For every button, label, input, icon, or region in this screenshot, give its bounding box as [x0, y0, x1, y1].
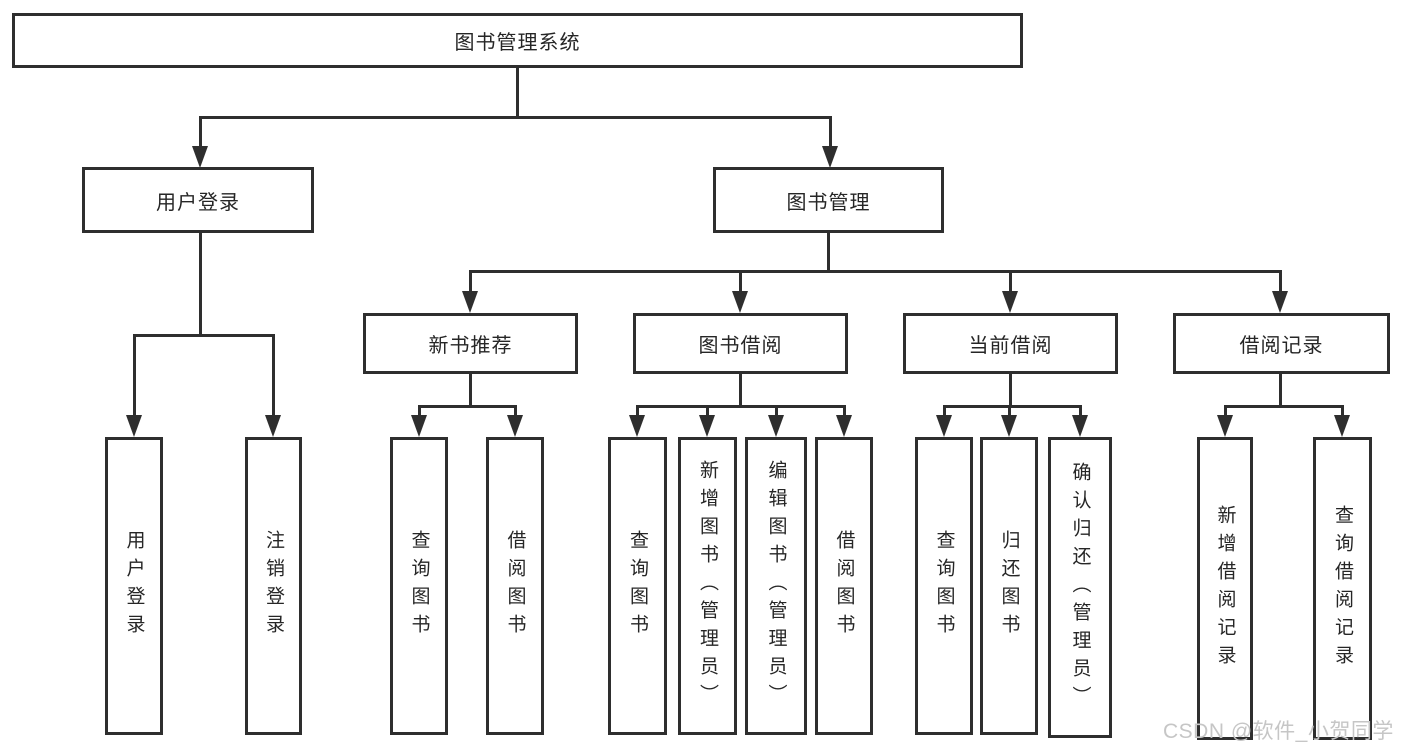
connector-line: [1009, 374, 1012, 407]
node-edit-book-admin: 编辑图书（管理员）: [745, 437, 807, 735]
connector-line: [1007, 405, 1011, 417]
node-query-book-a: 查询图书: [390, 437, 448, 735]
connector-line: [516, 66, 519, 119]
node-new-book-rec: 新书推荐: [363, 313, 578, 374]
connector-line: [271, 334, 275, 417]
connector-line: [1008, 270, 1012, 293]
node-query-book-c: 查询图书: [915, 437, 973, 735]
node-logout-login: 注销登录: [245, 437, 302, 735]
node-logout-login-label: 注销登录: [263, 530, 284, 642]
connector-line: [1223, 405, 1343, 408]
node-borrow-book-b: 借阅图书: [815, 437, 873, 735]
node-borrow-book-a: 借阅图书: [486, 437, 544, 735]
connector-line: [198, 116, 832, 119]
node-borrow-record: 借阅记录: [1173, 313, 1390, 374]
connector-line: [468, 270, 1282, 273]
connector-line: [635, 405, 846, 408]
connector-line: [417, 405, 421, 417]
node-query-book-c-label: 查询图书: [933, 530, 955, 642]
arrowhead-icon: [628, 415, 645, 437]
node-add-borrow-record-label: 新增借阅记录: [1214, 504, 1236, 673]
arrowhead-icon: [699, 415, 715, 437]
node-query-book-b: 查询图书: [608, 437, 667, 735]
node-root: 图书管理系统: [12, 13, 1023, 68]
node-current-borrow: 当前借阅: [903, 313, 1118, 374]
connector-line: [1340, 405, 1344, 417]
node-query-borrow-record: 查询借阅记录: [1313, 437, 1372, 740]
arrowhead-icon: [506, 415, 523, 437]
node-confirm-return-admin: 确认归还（管理员）: [1048, 437, 1112, 738]
connector-line: [842, 405, 846, 417]
connector-line: [198, 116, 202, 148]
connector-line: [1278, 374, 1282, 407]
node-borrow-record-label: 借阅记录: [1239, 335, 1324, 357]
node-login-branch-label: 用户登录: [156, 191, 240, 214]
arrowhead-icon: [835, 415, 852, 437]
node-user-login: 用户登录: [105, 437, 163, 735]
node-return-book: 归还图书: [980, 437, 1038, 735]
arrowhead-icon: [1000, 415, 1017, 437]
arrowhead-icon: [1001, 291, 1018, 313]
arrowhead-icon: [1216, 415, 1233, 437]
node-book-mgmt: 图书管理: [713, 167, 944, 233]
connector-line: [469, 374, 472, 407]
connector-line: [513, 405, 517, 417]
arrowhead-icon: [1333, 415, 1350, 437]
arrowhead-icon: [410, 415, 427, 437]
csdn-watermark: CSDN @软件_小贺同学: [1163, 720, 1394, 743]
node-query-borrow-record-label: 查询借阅记录: [1332, 504, 1353, 673]
node-add-book-admin-label: 新增图书（管理员）: [697, 460, 718, 712]
connector-line: [828, 116, 832, 148]
connector-line: [1278, 270, 1282, 293]
node-login-branch: 用户登录: [82, 167, 314, 233]
connector-line: [706, 405, 709, 417]
arrowhead-icon: [1071, 415, 1088, 437]
connector-line: [1078, 405, 1082, 417]
node-current-borrow-label: 当前借阅: [968, 335, 1053, 357]
arrowhead-icon: [935, 415, 952, 437]
arrowhead-icon: [767, 415, 784, 437]
arrowhead-icon: [821, 146, 838, 168]
node-confirm-return-admin-label: 确认归还（管理员）: [1069, 461, 1091, 714]
node-borrow-book-b-label: 借阅图书: [833, 530, 855, 642]
connector-line: [468, 270, 472, 293]
arrowhead-icon: [191, 146, 208, 168]
node-root-label: 图书管理系统: [454, 32, 581, 54]
connector-line: [738, 270, 742, 293]
connector-line: [417, 405, 517, 408]
connector-line: [942, 405, 1082, 408]
node-book-mgmt-label: 图书管理: [786, 191, 871, 214]
connector-line: [635, 405, 639, 417]
connector-line: [774, 405, 778, 417]
arrowhead-icon: [1271, 291, 1288, 313]
arrowhead-icon: [125, 415, 142, 437]
node-return-book-label: 归还图书: [998, 530, 1020, 642]
node-user-login-label: 用户登录: [123, 530, 145, 642]
node-query-book-b-label: 查询图书: [627, 530, 648, 642]
connector-line: [198, 233, 202, 337]
node-query-book-a-label: 查询图书: [408, 530, 430, 642]
connector-line: [132, 334, 136, 417]
node-add-borrow-record: 新增借阅记录: [1197, 437, 1253, 740]
connector-line: [739, 374, 742, 407]
arrowhead-icon: [461, 291, 478, 313]
connector-line: [942, 405, 946, 417]
node-borrow-book-a-label: 借阅图书: [504, 530, 526, 642]
arrowhead-icon: [264, 415, 281, 437]
node-new-book-rec-label: 新书推荐: [428, 335, 513, 357]
node-book-borrow-label: 图书借阅: [698, 335, 783, 357]
connector-line: [1223, 405, 1227, 417]
node-edit-book-admin-label: 编辑图书（管理员）: [765, 460, 787, 712]
connector-line: [132, 334, 275, 337]
arrowhead-icon: [731, 291, 748, 313]
connector-line: [827, 233, 830, 273]
node-book-borrow: 图书借阅: [633, 313, 848, 374]
node-add-book-admin: 新增图书（管理员）: [678, 437, 737, 735]
